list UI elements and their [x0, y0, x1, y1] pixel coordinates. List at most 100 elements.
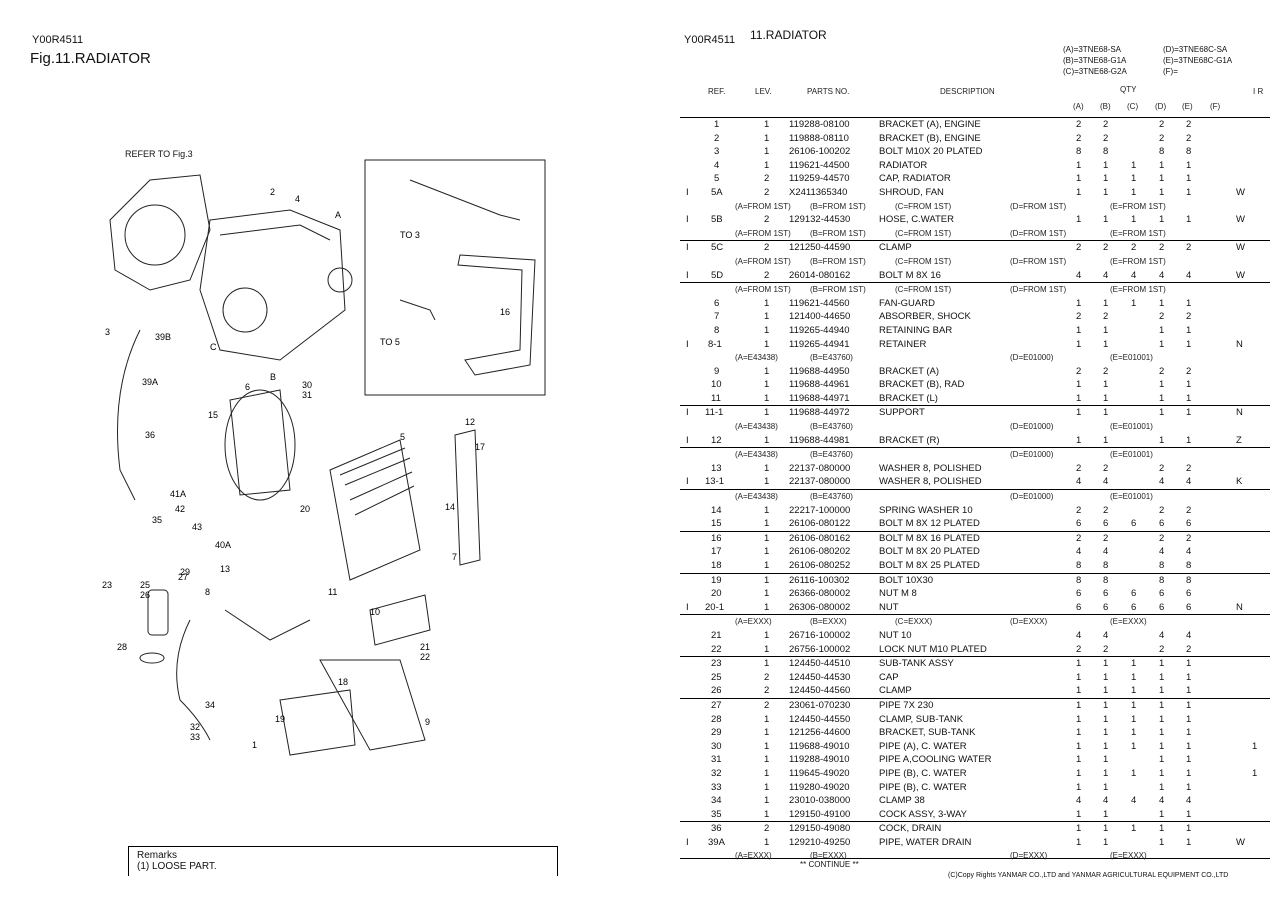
effectivity-note: (A=E43438) [735, 353, 778, 363]
qty-cell: 4 [1103, 629, 1109, 641]
qty-cell: 1 [1186, 808, 1192, 820]
effectivity-note: (C=EXXX) [895, 617, 933, 627]
change-mark: I [686, 242, 689, 254]
qty-cell: 8 [1159, 560, 1165, 571]
callout-label: 1 [252, 740, 257, 750]
effectivity-note-row: (A=FROM 1ST)(B=FROM 1ST)(C=FROM 1ST)(D=F… [680, 255, 1270, 269]
callout-label: 41A [170, 489, 186, 499]
qty-cell: 8 [1103, 574, 1109, 586]
qty-cell: 1 [1159, 186, 1165, 198]
lev-cell: 1 [764, 740, 770, 752]
callout-label: 35 [152, 515, 162, 525]
hdr-parts: PARTS NO. [807, 87, 850, 96]
effectivity-note: (A=E43438) [735, 422, 778, 432]
callout-label: A [335, 210, 341, 220]
qty-cell: 1 [1076, 713, 1082, 725]
remarks-text: (1) LOOSE PART. [137, 861, 217, 872]
hdr-ir: I R [1253, 87, 1264, 96]
callout-label: 29 [180, 567, 190, 577]
qty-cell: 1 [1186, 159, 1192, 171]
effectivity-note: (B=EXXX) [810, 851, 847, 861]
qty-cell: 2 [1076, 311, 1082, 323]
qty-cell: 4 [1131, 269, 1137, 281]
qty-cell: 4 [1186, 795, 1192, 807]
qty-cell: 4 [1159, 476, 1165, 488]
qty-cell: 1 [1103, 836, 1109, 848]
callout-label: 36 [145, 430, 155, 440]
qty-cell: 1 [1076, 297, 1082, 309]
qty-cell: 1 [1131, 713, 1137, 725]
ir-cell: W [1236, 269, 1245, 281]
qty-cell: 1 [1131, 671, 1137, 683]
qty-cell: 1 [1103, 685, 1109, 697]
qty-cell: 1 [1103, 671, 1109, 683]
ir-cell: Z [1236, 434, 1242, 446]
remarks-title: Remarks [137, 850, 178, 861]
callout-label: 43 [192, 522, 202, 532]
qty-cell: 1 [1186, 324, 1192, 336]
qty-cell: 1 [1076, 173, 1082, 185]
effectivity-note: (B=FROM 1ST) [810, 256, 866, 266]
ref-cell: 15 [711, 518, 722, 530]
qty-cell: 1 [1159, 159, 1165, 171]
qty-cell: 6 [1186, 601, 1192, 613]
description-cell: BRACKET (B), RAD [879, 379, 965, 391]
ref-cell: 14 [711, 504, 722, 516]
qty-cell: 1 [1159, 434, 1165, 446]
qty-cell: 2 [1076, 504, 1082, 516]
change-mark: I [686, 434, 689, 446]
ref-cell: 16 [711, 532, 722, 544]
description-cell: BRACKET (R) [879, 434, 940, 446]
qty-cell: 4 [1103, 795, 1109, 807]
effectivity-note: (A=FROM 1ST) [735, 228, 791, 238]
qty-cell: 1 [1076, 823, 1082, 835]
qty-cell: 4 [1076, 795, 1082, 807]
qty-cell: 1 [1103, 713, 1109, 725]
ref-cell: 1 [714, 119, 720, 130]
ref-cell: 25 [711, 671, 722, 683]
lev-cell: 2 [764, 671, 770, 683]
qty-cell: 1 [1159, 781, 1165, 793]
ref-cell: 34 [711, 795, 722, 807]
model-e: (E)=3TNE68C-G1A [1163, 56, 1233, 65]
qty-cell: 2 [1103, 365, 1109, 377]
qty-cell: 6 [1103, 518, 1109, 530]
ref-cell: 13 [711, 462, 722, 474]
qty-cell: 8 [1186, 574, 1192, 586]
lev-cell: 1 [764, 601, 770, 613]
qty-cell: 2 [1186, 311, 1192, 323]
qty-cell: 1 [1186, 658, 1192, 670]
ir-cell: N [1236, 338, 1243, 350]
qty-cell: 2 [1103, 462, 1109, 474]
qty-cell: 1 [1186, 713, 1192, 725]
hdr-col-a: (A) [1073, 102, 1084, 111]
effectivity-note: (E=E01001) [1110, 492, 1153, 502]
part-number-cell: 119688-44971 [789, 392, 850, 404]
qty-cell: 1 [1186, 823, 1192, 835]
qty-cell: 1 [1186, 186, 1192, 198]
part-number-cell: 129132-44530 [789, 214, 851, 226]
effectivity-note: (B=E43760) [810, 353, 853, 363]
hdr-col-f: (F) [1210, 102, 1221, 111]
description-cell: SUB-TANK ASSY [879, 658, 954, 670]
lev-cell: 2 [764, 685, 770, 697]
callout-label: 42 [175, 504, 185, 514]
effectivity-note-row: (A=FROM 1ST)(B=FROM 1ST)(C=FROM 1ST)(D=F… [680, 282, 1270, 297]
callout-label: 32 [190, 722, 200, 732]
part-number-cell: 129150-49100 [789, 808, 851, 820]
qty-cell: 1 [1186, 781, 1192, 793]
qty-cell: 6 [1159, 601, 1165, 613]
ref-cell: 9 [714, 365, 720, 377]
qty-cell: 2 [1159, 462, 1165, 474]
description-cell: RETAINING BAR [879, 324, 953, 336]
qty-cell: 2 [1103, 504, 1109, 516]
ref-cell: 5C [711, 242, 724, 254]
part-number-cell: 26106-080202 [789, 546, 851, 558]
change-mark: I [686, 186, 689, 198]
description-cell: BOLT M 8X 25 PLATED [879, 560, 980, 571]
callout-label: 8 [205, 587, 210, 597]
